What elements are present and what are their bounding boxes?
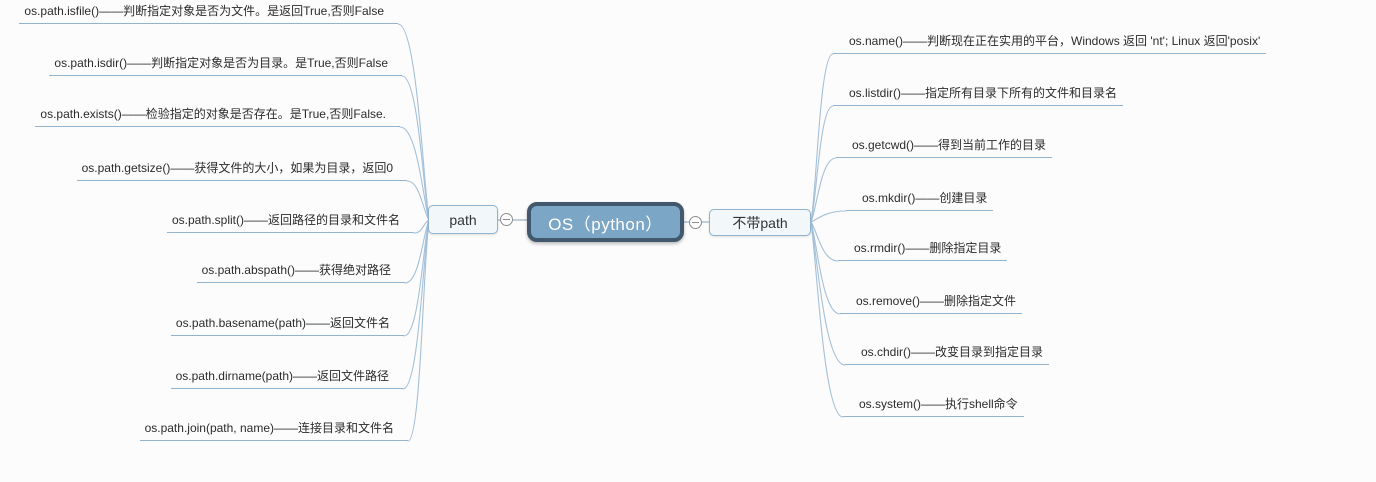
leaf-node[interactable]: os.mkdir()——创建目录 (846, 189, 994, 211)
leaf-node[interactable]: os.getcwd()——得到当前工作的目录 (836, 136, 1053, 158)
leaf-node[interactable]: os.path.getsize()——获得文件的大小，如果为目录，返回0 (76, 159, 407, 181)
leaf-node[interactable]: os.path.dirname(path)——返回文件路径 (170, 367, 403, 389)
leaf-node[interactable]: os.system()——执行shell命令 (843, 395, 1024, 417)
minus-icon (692, 222, 699, 223)
leaf-node[interactable]: os.name()——判断现在正在实用的平台，Windows 返回 'nt'; … (833, 32, 1267, 54)
leaf-node[interactable]: os.path.abspath()——获得绝对路径 (196, 261, 405, 283)
branch-node-nopath[interactable]: 不带path (709, 209, 811, 236)
leaf-node[interactable]: os.path.exists()——检验指定的对象是否存在。是True,否则Fa… (35, 105, 400, 127)
leaf-node[interactable]: os.chdir()——改变目录到指定目录 (845, 343, 1050, 365)
leaf-node[interactable]: os.path.isfile()——判断指定对象是否为文件。是返回True,否则… (19, 2, 398, 24)
leaf-node[interactable]: os.rmdir()——删除指定目录 (838, 239, 1008, 261)
minus-icon (503, 219, 510, 220)
branch-node-path[interactable]: path (428, 205, 498, 234)
leaf-node[interactable]: os.path.isdir()——判断指定对象是否为目录。是True,否则Fal… (49, 54, 402, 76)
leaf-node[interactable]: os.path.split()——返回路径的目录和文件名 (166, 211, 414, 233)
leaf-node[interactable]: os.path.basename(path)——返回文件名 (170, 314, 404, 336)
collapse-toggle-left[interactable] (500, 213, 513, 226)
root-node[interactable]: OS（python） (527, 202, 684, 242)
collapse-toggle-right[interactable] (689, 216, 702, 229)
leaf-node[interactable]: os.remove()——删除指定文件 (840, 292, 1023, 314)
leaf-node[interactable]: os.path.join(path, name)——连接目录和文件名 (139, 419, 408, 441)
leaf-node[interactable]: os.listdir()——指定所有目录下所有的文件和目录名 (833, 84, 1124, 106)
